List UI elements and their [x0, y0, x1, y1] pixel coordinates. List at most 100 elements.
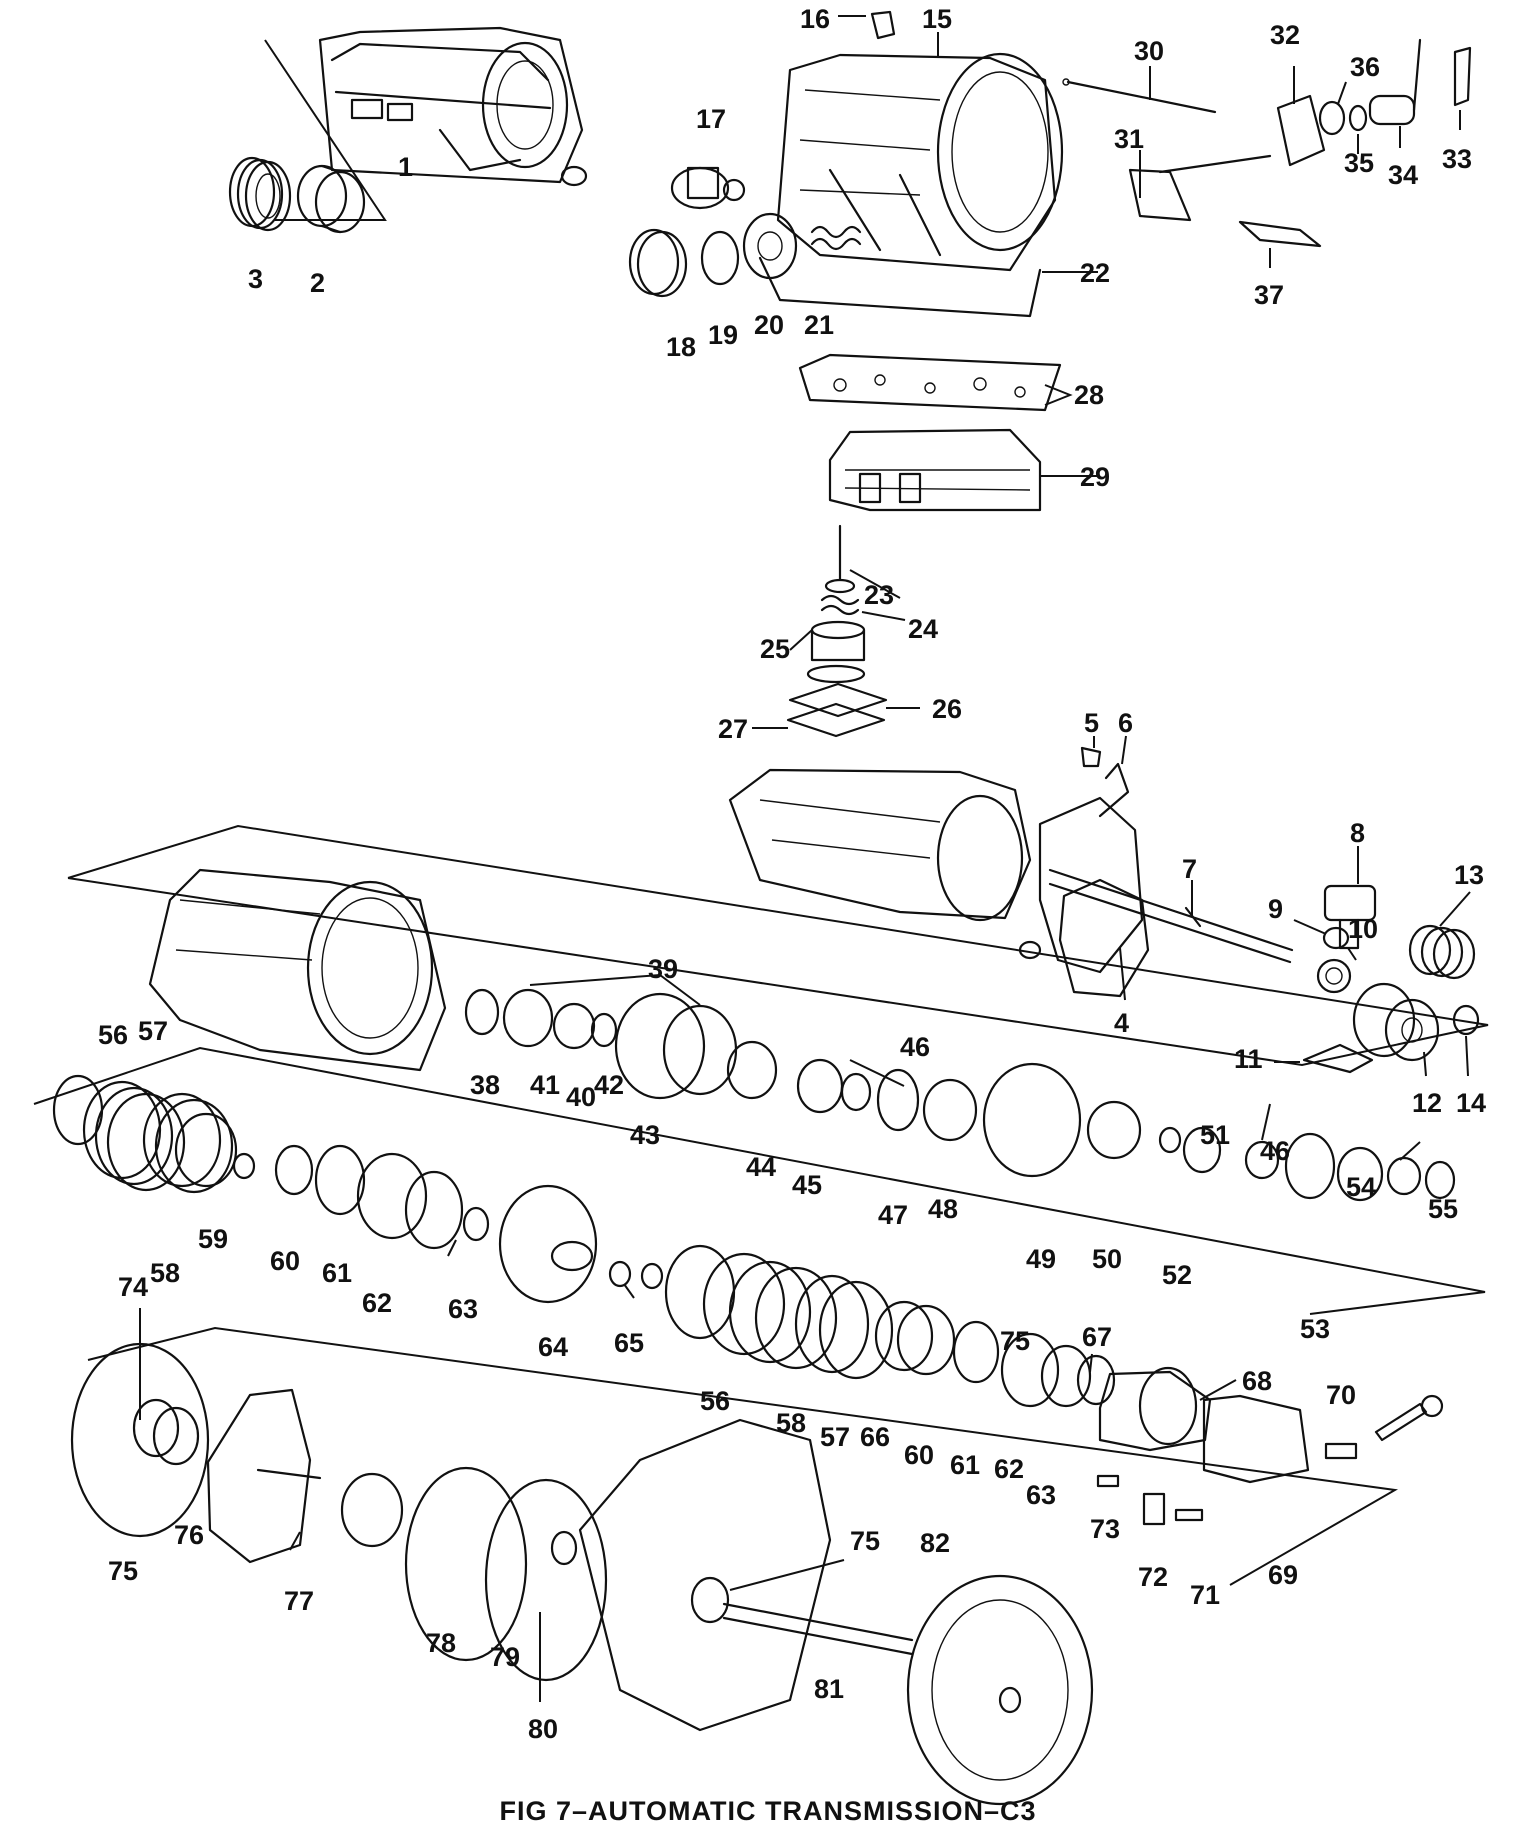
extension-housing-middle — [728, 768, 1144, 974]
callout-60: 60 — [270, 1246, 300, 1276]
callout-20: 20 — [754, 310, 784, 340]
shift-rod-30 — [1062, 78, 1217, 114]
callout-81: 81 — [814, 1674, 844, 1704]
callout-62b: 62 — [994, 1454, 1024, 1484]
callout-23: 23 — [864, 580, 894, 610]
seal-10 — [1316, 958, 1352, 994]
callout-5: 5 — [1084, 708, 1099, 738]
callout-69: 69 — [1268, 1560, 1298, 1590]
callout-12: 12 — [1412, 1088, 1442, 1118]
callout-44: 44 — [746, 1152, 776, 1182]
separator-plate-28 — [798, 353, 1062, 412]
callout-54: 54 — [1346, 1172, 1376, 1202]
callout-31: 31 — [1114, 124, 1144, 154]
callout-21: 21 — [804, 310, 834, 340]
gear-9 — [1322, 926, 1350, 950]
callout-11: 11 — [1234, 1044, 1263, 1074]
callout-55: 55 — [1428, 1194, 1458, 1224]
gear-12 — [1352, 982, 1440, 1062]
washer-35 — [1348, 104, 1368, 132]
callout-10: 10 — [1348, 914, 1378, 944]
washer-14 — [1452, 1004, 1480, 1036]
ring-18 — [628, 228, 688, 298]
callout-43: 43 — [630, 1120, 660, 1150]
callout-75b: 75 — [850, 1526, 880, 1556]
seal-3 — [228, 156, 292, 232]
lever-31 — [1128, 154, 1272, 222]
gasket-4 — [1058, 878, 1150, 998]
callout-74: 74 — [118, 1272, 148, 1302]
output-shaft-7 — [1048, 868, 1294, 964]
callout-57b: 57 — [820, 1422, 850, 1452]
callout-46b: 46 — [1260, 1136, 1290, 1166]
governor-17 — [670, 166, 746, 210]
callout-48: 48 — [928, 1194, 958, 1224]
callout-32: 32 — [1270, 20, 1300, 50]
callout-14: 14 — [1456, 1088, 1486, 1118]
callout-30: 30 — [1134, 36, 1164, 66]
callout-70: 70 — [1326, 1380, 1356, 1410]
row-parts-38-45 — [464, 988, 1456, 1202]
callout-45: 45 — [792, 1170, 822, 1200]
callout-78: 78 — [426, 1628, 456, 1658]
callout-59: 59 — [198, 1224, 228, 1254]
row-parts-56-65 — [52, 1074, 664, 1304]
callout-57: 57 — [138, 1016, 168, 1046]
bushing-2 — [296, 164, 366, 234]
callout-8: 8 — [1350, 818, 1365, 848]
callout-46: 46 — [900, 1032, 930, 1062]
callout-73: 73 — [1090, 1514, 1120, 1544]
callout-64: 64 — [538, 1332, 568, 1362]
callout-62: 62 — [362, 1288, 392, 1318]
callout-63b: 63 — [1026, 1480, 1056, 1510]
callout-18: 18 — [666, 332, 696, 362]
callout-76: 76 — [174, 1520, 204, 1550]
callout-49: 49 — [1026, 1244, 1056, 1274]
row-parts-56-73 — [664, 1244, 1444, 1526]
callout-63: 63 — [448, 1294, 478, 1324]
transmission-case-main — [148, 868, 447, 1072]
extension-housing-1 — [318, 26, 584, 184]
lever-33 — [1453, 46, 1472, 107]
callout-66: 66 — [860, 1422, 890, 1452]
callout-36: 36 — [1350, 52, 1380, 82]
callout-79: 79 — [490, 1642, 520, 1672]
callout-77: 77 — [284, 1586, 314, 1616]
plane-outlines — [33, 824, 1489, 1586]
callout-56b: 56 — [700, 1386, 730, 1416]
bracket-32 — [1276, 94, 1326, 167]
callout-50: 50 — [1092, 1244, 1122, 1274]
callout-47: 47 — [878, 1200, 908, 1230]
valve-body-29 — [828, 428, 1042, 512]
clip-6 — [1098, 762, 1130, 818]
seals-13 — [1408, 924, 1476, 980]
vent-16 — [870, 10, 896, 40]
callout-56: 56 — [98, 1020, 128, 1050]
callout-75a: 75 — [108, 1556, 138, 1586]
callout-15: 15 — [922, 4, 952, 34]
servo-assembly — [786, 524, 888, 738]
callout-2: 2 — [310, 268, 325, 298]
callout-58b: 58 — [776, 1408, 806, 1438]
callout-7: 7 — [1182, 854, 1197, 884]
callout-60b: 60 — [904, 1440, 934, 1470]
callout-67: 67 — [1082, 1322, 1112, 1352]
callout-40: 40 — [566, 1082, 596, 1112]
callout-68: 68 — [1242, 1366, 1272, 1396]
callout-24: 24 — [908, 614, 938, 644]
seal-19 — [700, 230, 740, 286]
callout-4: 4 — [1114, 1008, 1129, 1038]
plug-middle — [1018, 940, 1042, 960]
shaft-34 — [1368, 38, 1422, 126]
clip-11 — [1302, 1043, 1374, 1074]
plug-part — [560, 165, 588, 187]
spring-37 — [1238, 220, 1322, 248]
callout-16: 16 — [800, 4, 830, 34]
figure-caption: FIG 7–AUTOMATIC TRANSMISSION–C3 — [499, 1796, 1037, 1826]
callout-51: 51 — [1200, 1120, 1230, 1150]
callout-9: 9 — [1268, 894, 1283, 924]
callout-27: 27 — [718, 714, 748, 744]
callout-61: 61 — [322, 1258, 352, 1288]
callout-33: 33 — [1442, 144, 1472, 174]
